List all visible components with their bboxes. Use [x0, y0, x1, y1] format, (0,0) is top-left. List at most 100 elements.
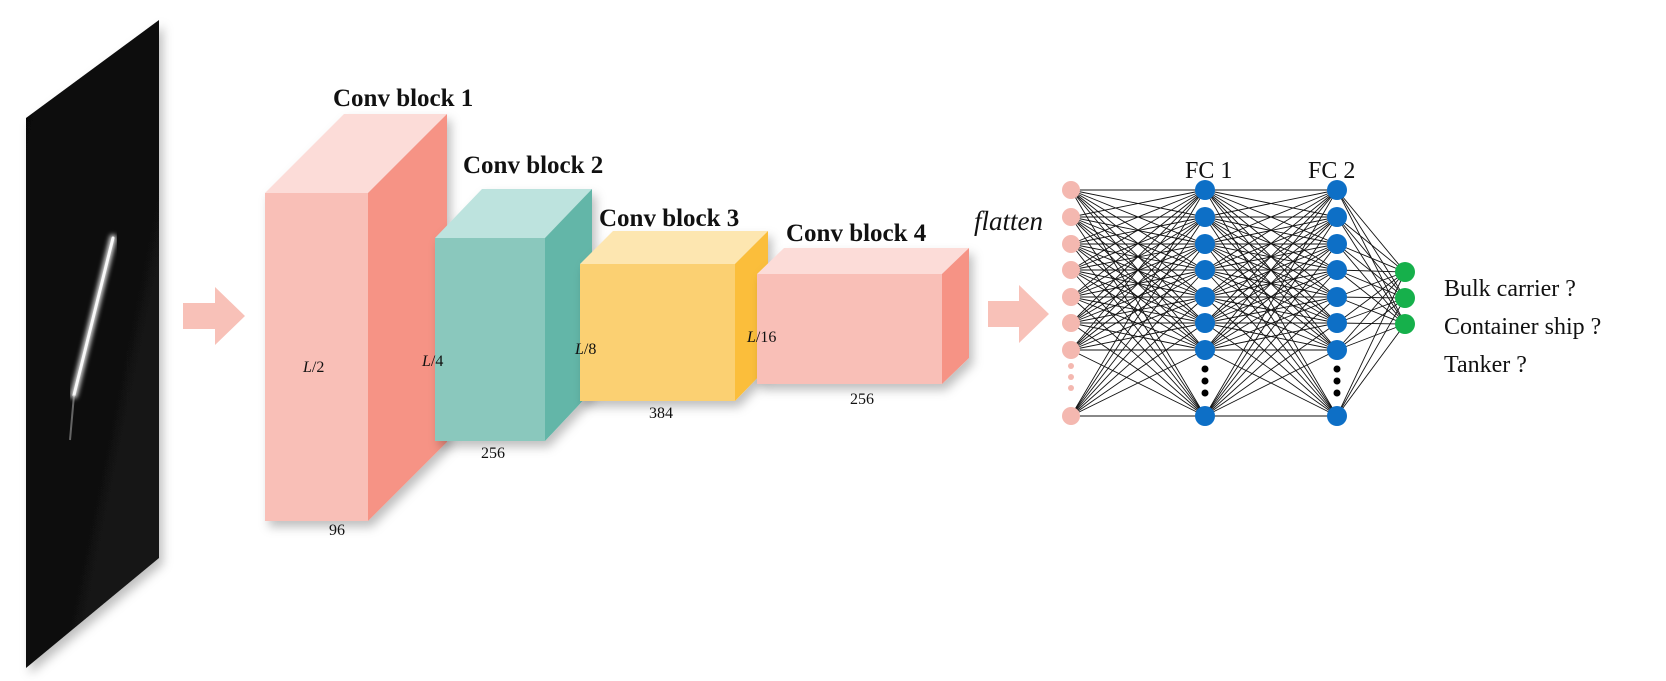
fc1-node	[1195, 207, 1215, 227]
network-edge	[1204, 189, 1338, 218]
output-node	[1395, 288, 1415, 308]
network-edge	[1204, 269, 1338, 351]
network-edge	[1336, 271, 1406, 324]
ellipsis-dot-icon	[1201, 389, 1209, 397]
network-edge	[1204, 189, 1338, 271]
network-edge	[1336, 243, 1406, 273]
network-edge	[1204, 296, 1338, 417]
network-edge	[1070, 189, 1206, 218]
network-edge	[1336, 189, 1406, 273]
output-node	[1395, 314, 1415, 334]
conv-block-1-title: Conv block 1	[333, 85, 473, 112]
fc2-node	[1327, 313, 1347, 333]
flatten-node	[1062, 288, 1080, 306]
ellipsis-dot-icon	[1201, 365, 1209, 373]
conv-block-4	[757, 248, 969, 384]
network-edge	[1336, 216, 1406, 299]
network-edge	[1204, 216, 1338, 351]
network-edge	[1070, 189, 1206, 245]
network-nodes	[1062, 180, 1415, 426]
network-edge	[1070, 269, 1206, 351]
network-edge	[1204, 243, 1338, 351]
network-edge	[1070, 189, 1206, 298]
network-edge	[1070, 322, 1206, 351]
ellipsis-dot-icon	[1333, 377, 1341, 385]
conv-block-3-channels: 384	[649, 405, 673, 422]
conv-block-1-channels: 96	[329, 522, 345, 539]
network-edge	[1336, 269, 1406, 273]
network-edge	[1204, 189, 1338, 245]
fc1-node	[1195, 287, 1215, 307]
network-edge	[1336, 297, 1406, 351]
input-image	[26, 20, 159, 668]
fc1-label: FC 1	[1185, 158, 1232, 184]
network-edge	[1336, 271, 1406, 298]
network-edge	[1336, 269, 1406, 299]
output-node	[1395, 262, 1415, 282]
flatten-node	[1062, 181, 1080, 199]
conv-block-4-channels: 256	[850, 391, 874, 408]
network-edge	[1336, 216, 1406, 273]
network-edge	[1204, 322, 1338, 417]
fully-connected-network	[1062, 180, 1415, 426]
network-edge	[1070, 189, 1206, 324]
flatten-node	[1062, 208, 1080, 226]
network-edge	[1070, 349, 1206, 417]
network-edge	[1204, 322, 1338, 351]
network-edges	[1070, 189, 1406, 417]
fc2-node	[1327, 287, 1347, 307]
fc2-node	[1327, 234, 1347, 254]
fc2-node	[1327, 207, 1347, 227]
class-label-container-ship: Container ship ?	[1444, 314, 1601, 340]
network-edge	[1204, 189, 1338, 351]
network-edge	[1070, 216, 1206, 417]
conv-block-2	[435, 189, 592, 441]
conv-block-2-depth: L/4	[421, 353, 443, 370]
fc1-node	[1195, 340, 1215, 360]
class-label-tanker: Tanker ?	[1444, 352, 1527, 378]
fc1-node	[1195, 234, 1215, 254]
conv-block-1-depth: L/2	[302, 359, 324, 376]
conv-block-2-channels: 256	[481, 445, 505, 462]
network-edge	[1336, 323, 1406, 417]
network-edge	[1336, 271, 1406, 417]
network-edge	[1070, 269, 1206, 417]
flatten-node	[1062, 261, 1080, 279]
conv-block-3-depth: L/8	[574, 341, 596, 358]
network-edge	[1204, 243, 1338, 417]
arrow-icon	[183, 287, 245, 345]
network-edge	[1070, 322, 1206, 417]
network-edge	[1204, 349, 1338, 417]
network-edge	[1070, 189, 1206, 351]
network-edge	[1070, 216, 1206, 351]
flatten-label: flatten	[974, 206, 1043, 236]
ellipsis-dot-icon	[1068, 385, 1074, 391]
fc2-node	[1327, 260, 1347, 280]
network-edge	[1204, 269, 1338, 417]
flatten-node	[1062, 314, 1080, 332]
network-edge	[1336, 271, 1406, 351]
class-label-bulk-carrier: Bulk carrier ?	[1444, 276, 1576, 302]
conv-block-4-title: Conv block 4	[786, 220, 927, 247]
network-edge	[1070, 243, 1206, 417]
flatten-node	[1062, 235, 1080, 253]
network-edge	[1204, 296, 1338, 351]
arrow-icon	[988, 285, 1049, 343]
conv-block-1	[265, 114, 447, 521]
flatten-node	[1062, 407, 1080, 425]
fc2-label: FC 2	[1308, 158, 1355, 184]
conv-block-2-title: Conv block 2	[463, 152, 603, 179]
ellipsis-dot-icon	[1333, 365, 1341, 373]
network-edge	[1070, 296, 1206, 351]
fc1-node	[1195, 406, 1215, 426]
network-edge	[1070, 296, 1206, 417]
network-edge	[1204, 189, 1338, 417]
fc2-node	[1327, 406, 1347, 426]
network-edge	[1336, 297, 1406, 417]
ellipsis-dot-icon	[1333, 389, 1341, 397]
ellipsis-dot-icon	[1068, 363, 1074, 369]
ellipsis-dot-icon	[1068, 374, 1074, 380]
network-edge	[1070, 243, 1206, 351]
network-edge	[1070, 189, 1206, 417]
network-edge	[1204, 189, 1338, 324]
